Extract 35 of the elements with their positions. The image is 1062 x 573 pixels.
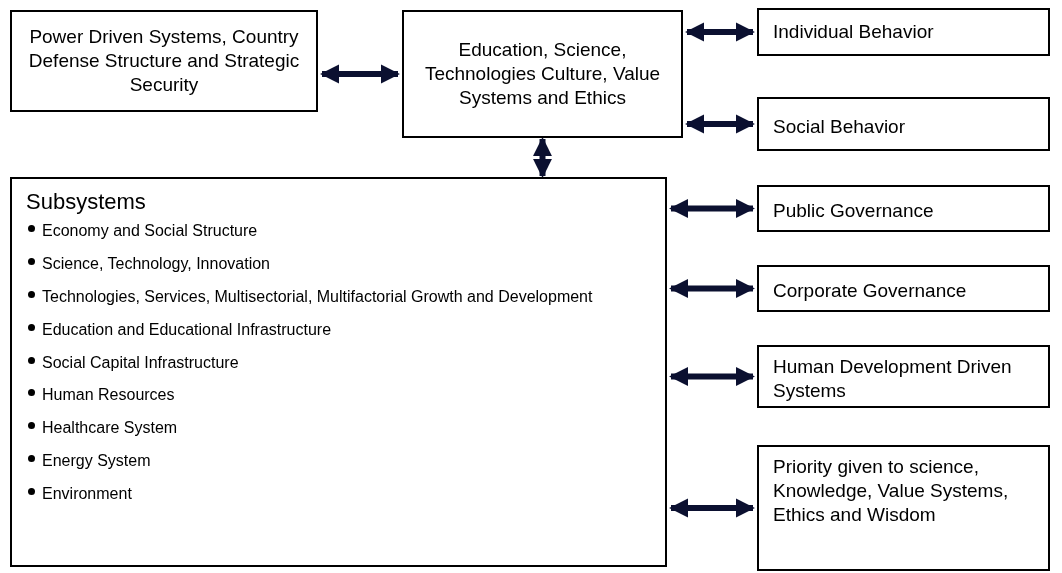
box-label: Human Development Driven Systems: [773, 355, 1013, 403]
double-arrow: [685, 22, 755, 42]
text-box: [757, 8, 1050, 56]
bullet-item: Environment: [26, 483, 132, 505]
text-box: [402, 10, 683, 138]
double-arrow: [669, 198, 755, 219]
bullet-item: Economy and Social Structure: [26, 221, 258, 243]
double-arrow: [320, 64, 400, 84]
bullet-item: Education and Educational Infrastructure: [26, 319, 332, 341]
bullet-item: Social Capital Infrastructure: [26, 352, 239, 374]
double-arrow: [669, 366, 755, 387]
box-label: Education, Science, Technologies Culture, Value Systems and Ethics: [423, 38, 662, 110]
bullet-item: Science, Technology, Innovation: [26, 254, 270, 275]
box-label: Individual Behavior: [773, 20, 934, 44]
double-arrow: [685, 114, 755, 134]
text-box: [10, 10, 318, 112]
text-box: [757, 265, 1050, 312]
box-label: Social Behavior: [773, 115, 906, 139]
double-arrow: [532, 137, 553, 178]
panel-heading: Subsystems: [26, 189, 146, 216]
bullet-item: Technologies, Services, Multisectorial, Multifactorial Growth and Development: [26, 287, 593, 308]
box-label: Priority given to science, Knowledge, Value Systems, Ethics and Wisdom: [773, 455, 1010, 527]
box-label: Power Driven Systems, Country Defense Structure and Strategic Security: [27, 25, 301, 97]
subsystems-panel: [10, 177, 667, 567]
text-box: [757, 97, 1050, 151]
double-arrow: [669, 498, 755, 518]
double-arrow: [669, 278, 755, 299]
text-box: [757, 445, 1050, 571]
bullet-item: Human Resources: [26, 385, 175, 407]
text-box: [757, 345, 1050, 408]
bullet-item: Healthcare System: [26, 418, 178, 439]
box-label: Corporate Governance: [773, 279, 967, 303]
text-box: [757, 185, 1050, 232]
bullet-item: Energy System: [26, 450, 151, 472]
box-label: Public Governance: [773, 199, 934, 223]
